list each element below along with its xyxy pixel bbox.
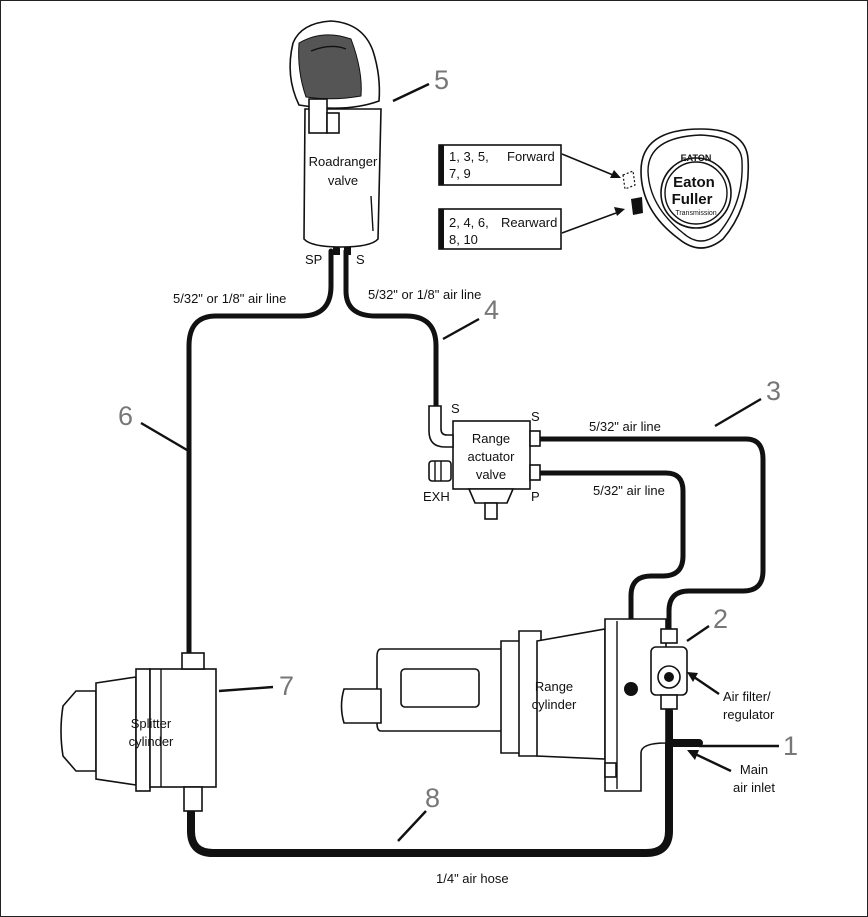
callout-7: 7 xyxy=(279,671,294,701)
roadranger-label-1: Roadranger xyxy=(309,154,378,169)
range-actuator-label-3: valve xyxy=(476,467,506,482)
rearward-arrow xyxy=(561,212,617,234)
air-filter-label-2: regulator xyxy=(723,707,775,722)
port-s-label: S xyxy=(356,252,365,267)
range-p-line-label: 5/32" air line xyxy=(593,483,665,498)
callout-2: 2 xyxy=(713,604,728,634)
range-cylinder-label-2: cylinder xyxy=(532,697,577,712)
callout-1: 1 xyxy=(783,731,798,761)
splitter-cylinder xyxy=(60,652,217,812)
callout-3: 3 xyxy=(766,376,781,406)
main-air-inlet-label-1: Main xyxy=(740,762,768,777)
badge-line-1: Eaton xyxy=(673,174,715,191)
air-filter-regulator xyxy=(650,628,688,710)
port-sp-label: SP xyxy=(305,252,322,267)
main-air-inlet-arrow xyxy=(692,751,732,773)
rearward-gear-box xyxy=(438,208,562,250)
callout-7-leader xyxy=(218,685,274,693)
rearward-gears-2: 8, 10 xyxy=(449,232,478,247)
s-line-label: 5/32" or 1/8" air line xyxy=(368,287,481,302)
callout-4-leader xyxy=(442,317,480,341)
splitter-hose-label: 1/4" air hose xyxy=(436,871,509,886)
range-actuator-valve xyxy=(428,405,541,520)
callout-4: 4 xyxy=(484,295,499,325)
callout-6: 6 xyxy=(118,401,133,431)
range-actuator-label-2: actuator xyxy=(468,449,516,464)
badge-line-2: Fuller xyxy=(672,191,713,208)
actuator-port-s-left: S xyxy=(451,401,460,416)
actuator-port-p: P xyxy=(531,489,540,504)
range-s-line-label: 5/32" air line xyxy=(589,419,661,434)
forward-gears-2: 7, 9 xyxy=(449,166,471,181)
callout-2-leader xyxy=(686,625,710,642)
s-air-line xyxy=(343,248,439,409)
actuator-port-exh: EXH xyxy=(423,489,450,504)
range-actuator-label-1: Range xyxy=(472,431,510,446)
range-p-air-line xyxy=(536,470,686,689)
callout-5: 5 xyxy=(434,65,449,95)
splitter-label-2: cylinder xyxy=(129,734,174,749)
actuator-port-s-right: S xyxy=(531,409,540,424)
air-filter-arrow xyxy=(690,674,720,695)
rearward-gears-1: 2, 4, 6, xyxy=(449,215,489,230)
callout-8-leader xyxy=(397,810,427,842)
forward-gears-1: 1, 3, 5, xyxy=(449,149,489,164)
callout-3-leader xyxy=(714,397,762,428)
eaton-fuller-badge xyxy=(622,128,750,249)
forward-arrow xyxy=(561,153,614,176)
range-cylinder xyxy=(340,618,667,792)
badge-line-3: Transmission xyxy=(675,210,716,217)
callout-8: 8 xyxy=(425,783,440,813)
roadranger-valve xyxy=(289,20,382,255)
sp-air-line xyxy=(186,248,334,659)
splitter-label-1: Splitter xyxy=(131,716,172,731)
eaton-logo: EATON xyxy=(681,153,712,163)
forward-gear-box xyxy=(438,144,562,186)
air-filter-label-1: Air filter/ xyxy=(723,689,771,704)
range-cylinder-label-1: Range xyxy=(535,679,573,694)
splitter-air-hose xyxy=(187,707,673,857)
sp-line-label: 5/32" or 1/8" air line xyxy=(173,291,286,306)
main-air-inlet-label-2: air inlet xyxy=(733,780,775,795)
forward-label: Forward xyxy=(507,149,555,164)
rearward-label: Rearward xyxy=(501,215,557,230)
roadranger-label-2: valve xyxy=(328,173,358,188)
callout-6-leader xyxy=(140,421,188,452)
range-s-air-line xyxy=(536,436,766,632)
callout-5-leader xyxy=(392,82,430,103)
